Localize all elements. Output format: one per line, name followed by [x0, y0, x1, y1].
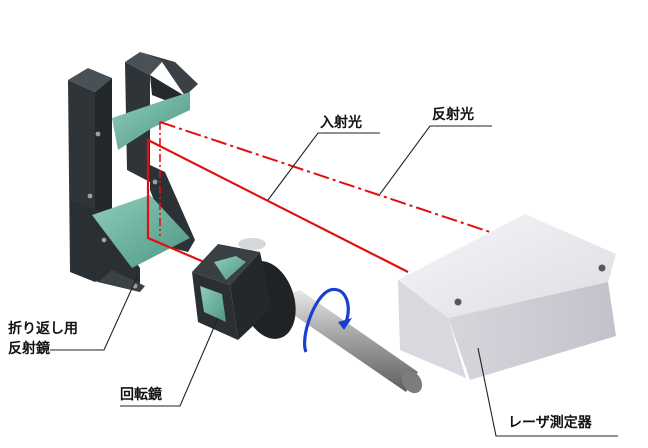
device-front	[398, 280, 466, 378]
reflected-beam	[159, 121, 491, 233]
leader-incident	[267, 132, 380, 201]
upper-fold-mirror	[112, 92, 190, 150]
device-bolt	[598, 264, 606, 272]
label-fold-mirror-line2: 反射鏡	[8, 341, 50, 357]
bolt-hole	[152, 179, 158, 185]
frame-right-strut	[150, 165, 195, 252]
leader-lines	[50, 125, 618, 437]
label-reflected-light: 反射光	[432, 107, 474, 123]
frame-top-bar	[140, 52, 198, 96]
leader-rotating-mirror	[120, 317, 219, 407]
frame-lower-body	[70, 200, 140, 292]
device-right-face	[448, 282, 616, 380]
rotation-shaft	[272, 290, 418, 392]
leader-laser-device	[477, 347, 618, 437]
light-paths	[146, 121, 491, 273]
bolt-hole	[95, 131, 101, 137]
shaft-end	[401, 370, 423, 394]
device-top	[398, 214, 616, 318]
device-bolt	[454, 298, 462, 306]
housing-top-opening	[238, 238, 266, 250]
bolt-hole	[101, 237, 107, 243]
bolt-hole	[87, 193, 93, 199]
label-fold-mirror-line1: 折り返し用	[8, 321, 78, 337]
label-rotating-mirror: 回転鏡	[120, 387, 162, 403]
frame-left-upright-side	[68, 68, 112, 92]
lower-fold-mirror	[92, 195, 190, 268]
rotating-mirror-window-top	[214, 256, 246, 280]
rotating-mirror-assembly	[192, 238, 423, 394]
leader-fold-mirror	[50, 274, 139, 351]
incident-beam	[146, 138, 409, 273]
label-incident-light: 入射光	[320, 115, 362, 131]
laser-measuring-device	[398, 214, 616, 380]
rotor-housing-side	[230, 252, 272, 340]
leader-reflected	[379, 125, 492, 195]
rotation-direction-arrow	[303, 287, 352, 353]
label-laser-device: レーザ測定器	[508, 415, 592, 431]
rotating-mirror-window	[200, 286, 226, 322]
frame-middle-upright-top	[125, 52, 162, 75]
